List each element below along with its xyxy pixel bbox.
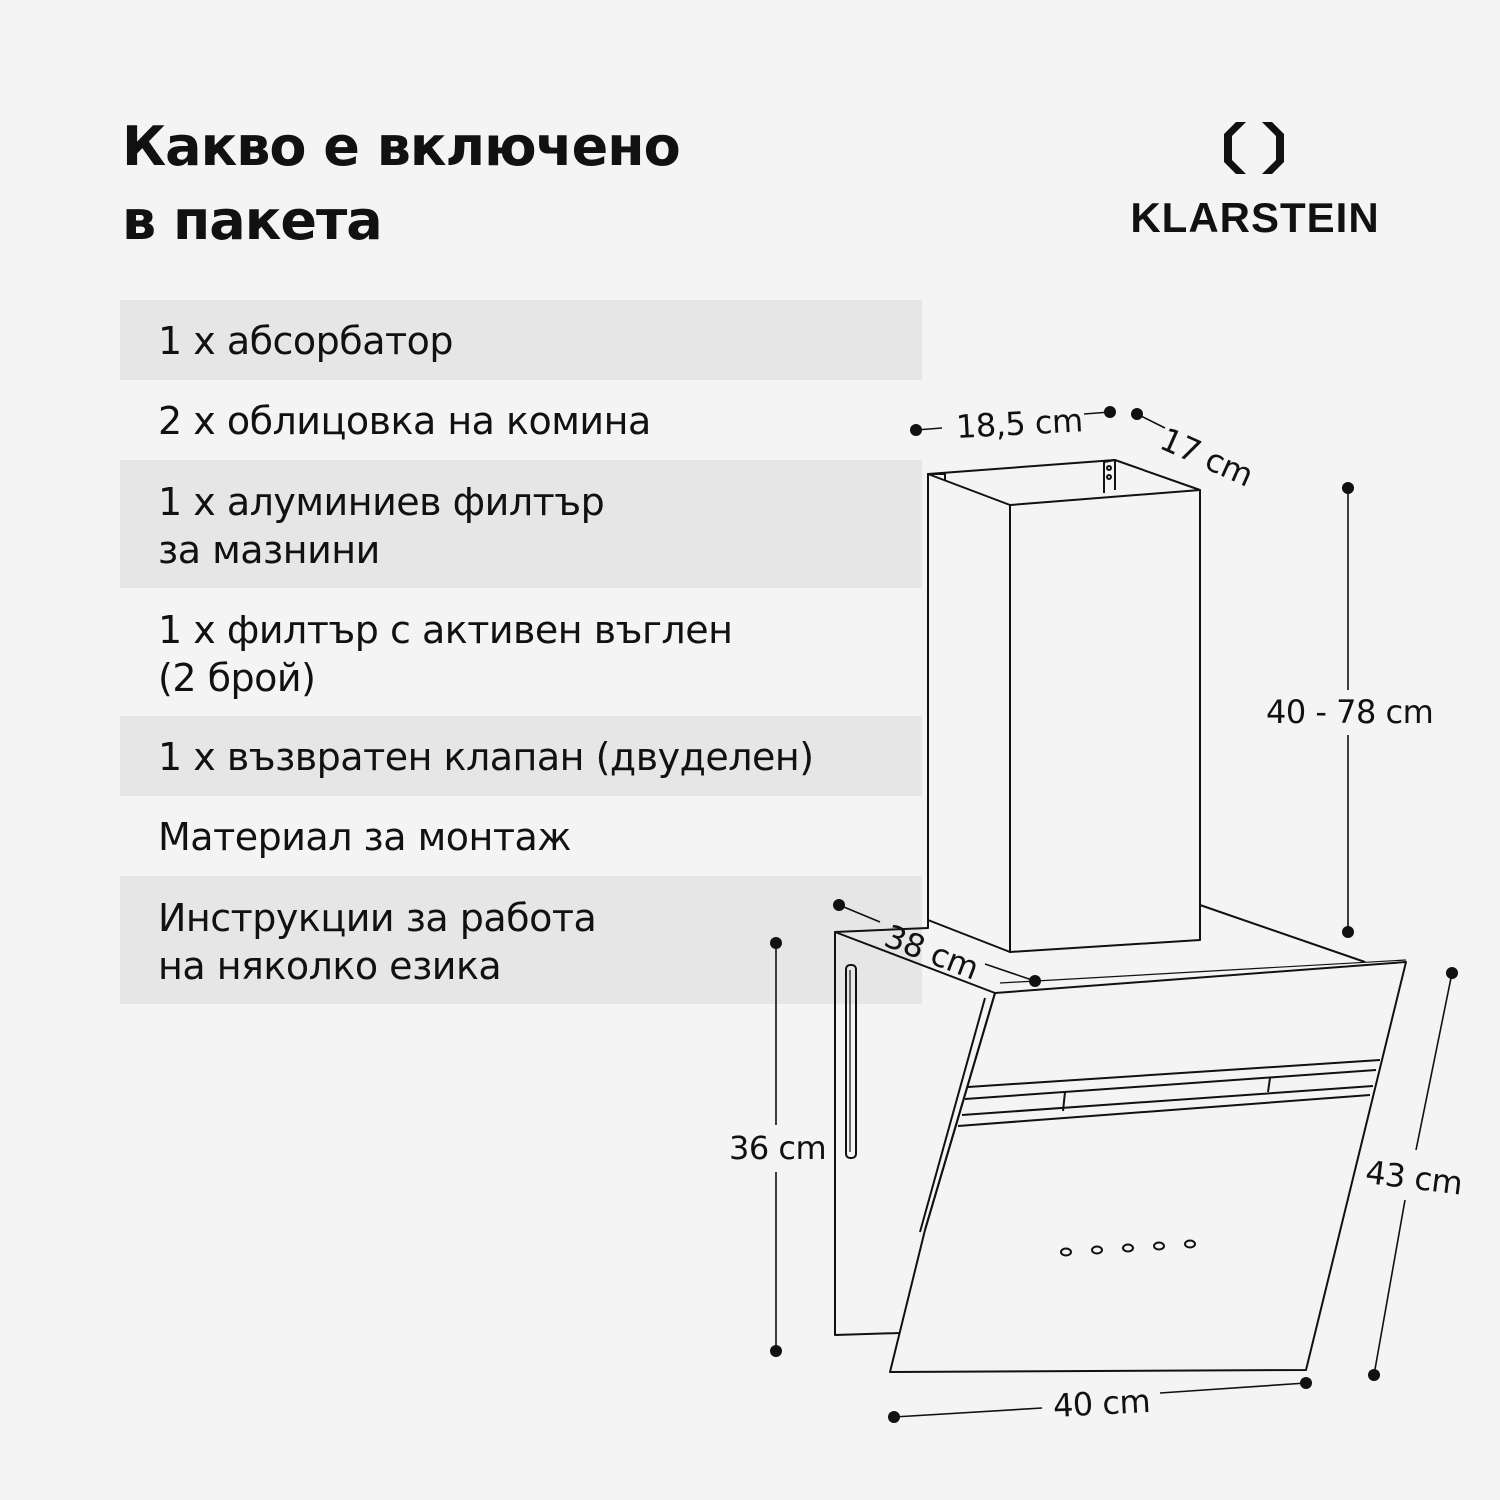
list-item: 1 x възвратен клапан (двуделен) bbox=[120, 716, 922, 796]
list-item-text: 1 x алуминиев филтър bbox=[158, 480, 605, 524]
title-line-1: Какво е включено bbox=[122, 115, 681, 178]
list-item-text: 1 x абсорбатор bbox=[158, 319, 454, 363]
list-item: 1 x филтър с активен въглен (2 брой) bbox=[120, 588, 922, 716]
list-item-text: 1 x филтър с активен въглен bbox=[158, 608, 733, 652]
list-item-text: (2 брой) bbox=[158, 656, 316, 700]
package-contents-list: 1 x абсорбатор 2 x облицовка на комина 1… bbox=[120, 300, 922, 1004]
dimension-lines bbox=[775, 411, 1453, 1418]
list-item: Инструкции за работа на няколко езика bbox=[120, 876, 922, 1004]
list-item-text: на няколко езика bbox=[158, 944, 502, 988]
dimension-chimney-height: 40 - 78 cm bbox=[1266, 693, 1434, 731]
list-item: 1 x алуминиев филтър за мазнини bbox=[120, 460, 922, 588]
dimension-hood-width: 40 cm bbox=[1052, 1381, 1152, 1425]
dimension-chimney-width: 18,5 cm bbox=[955, 401, 1084, 446]
dimension-endpoints bbox=[770, 406, 1458, 1423]
list-item-text: 2 x облицовка на комина bbox=[158, 399, 651, 443]
list-item-text: 1 x възвратен клапан (двуделен) bbox=[158, 735, 814, 779]
list-item: 2 x облицовка на комина bbox=[120, 380, 922, 460]
list-item: 1 x абсорбатор bbox=[120, 300, 922, 380]
list-item-text: Инструкции за работа bbox=[158, 896, 597, 940]
hood-side-panel bbox=[834, 904, 1366, 1336]
brand-name: KLARSTEIN bbox=[1130, 194, 1380, 241]
list-item: Материал за монтаж bbox=[120, 796, 922, 876]
list-item-text: Материал за монтаж bbox=[158, 815, 572, 859]
title-line-2: в пакета bbox=[122, 189, 383, 252]
klarstein-diamond-icon bbox=[1224, 122, 1284, 174]
dimension-side-height: 36 cm bbox=[729, 1129, 827, 1167]
page-title: Какво е включено в пакета bbox=[122, 110, 681, 258]
hood-glass-front bbox=[889, 959, 1407, 1373]
chimney-drawing bbox=[927, 459, 1201, 953]
list-item-text: за мазнини bbox=[158, 528, 380, 572]
brand-logo: KLARSTEIN bbox=[1120, 118, 1390, 248]
